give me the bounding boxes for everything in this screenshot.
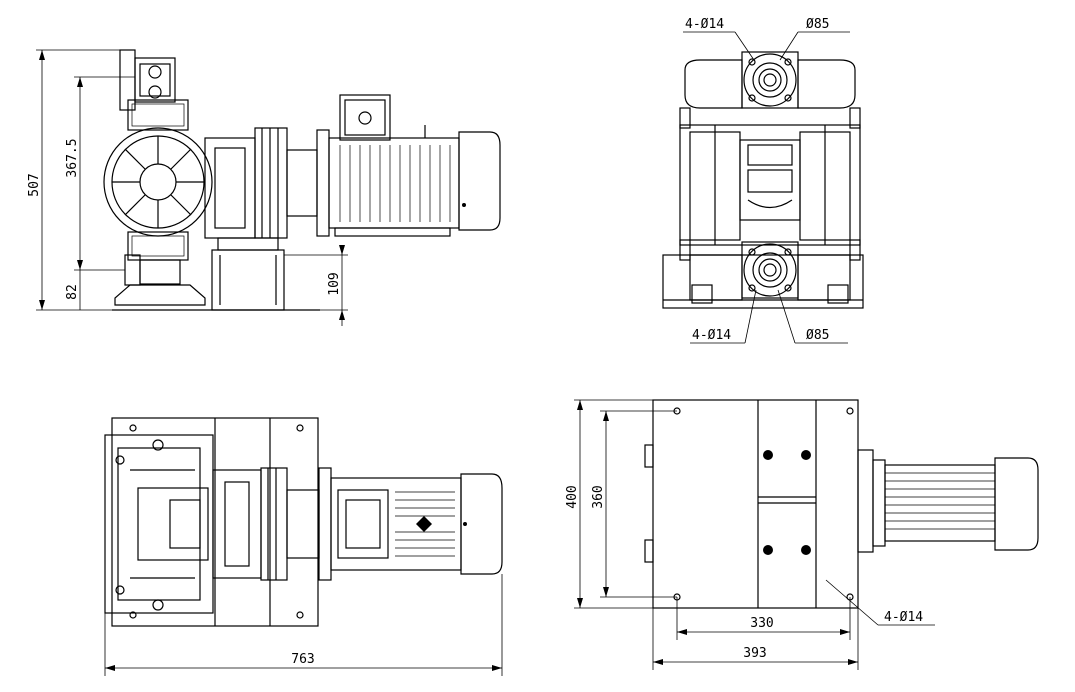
callout-bottom-holes: 4-Ø14 — [692, 328, 731, 343]
dim-400: 400 — [565, 485, 580, 508]
dim-360: 360 — [591, 485, 606, 508]
dim-109: 109 — [327, 272, 342, 295]
callout-base-holes: 4-Ø14 — [884, 610, 923, 625]
dim-330: 330 — [750, 616, 773, 631]
dim-507: 507 — [27, 173, 42, 196]
front-view: 4-Ø14 Ø85 4-Ø14 Ø85 — [662, 17, 864, 344]
top-view: 763 — [104, 417, 503, 676]
dim-393: 393 — [743, 646, 766, 661]
dim-367-5: 367.5 — [65, 138, 80, 177]
callout-bottom-dia: Ø85 — [806, 328, 829, 343]
callout-top-holes: 4-Ø14 — [685, 17, 724, 32]
dim-763: 763 — [291, 652, 314, 667]
base-view: 400 360 330 393 4-Ø14 — [565, 399, 1039, 670]
side-view: 507 367.5 82 109 — [27, 49, 501, 326]
dim-82: 82 — [65, 284, 80, 300]
callout-top-dia: Ø85 — [806, 17, 829, 32]
